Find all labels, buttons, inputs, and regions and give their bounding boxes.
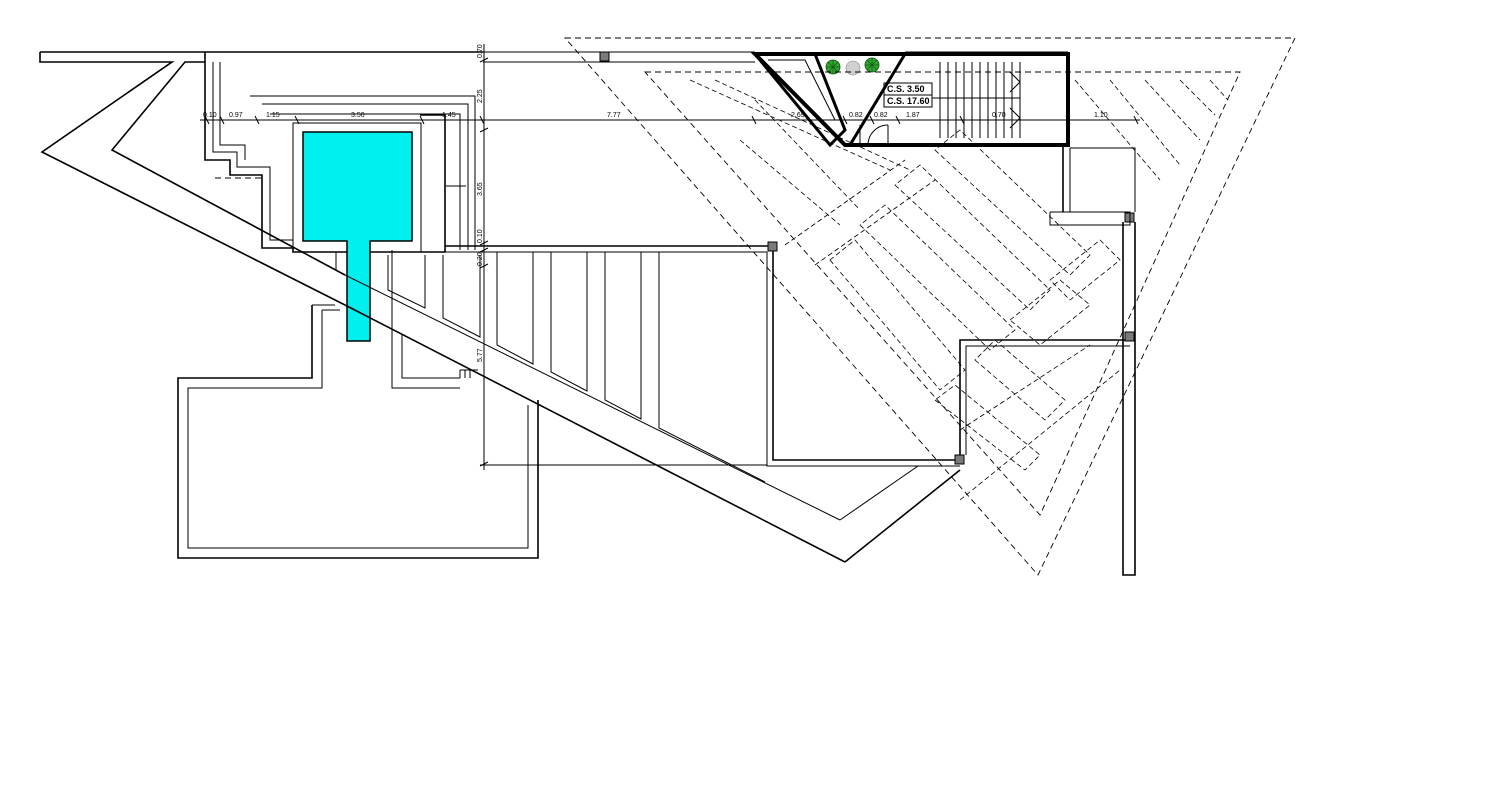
stair-core: C.S. 3.50 C.S. 17.60 bbox=[755, 54, 1068, 145]
dim-text: 1.87 bbox=[906, 112, 920, 119]
dim-text: 5.77 bbox=[477, 348, 484, 362]
pool bbox=[303, 132, 412, 341]
dim-text: 2.69 bbox=[791, 112, 805, 119]
tree-icon bbox=[864, 57, 880, 73]
lower-terrace bbox=[178, 250, 538, 558]
column bbox=[955, 455, 964, 464]
dim-text: 0.10 bbox=[203, 112, 217, 119]
dim-text: 2.25 bbox=[477, 89, 484, 103]
roof-outline-dashed bbox=[565, 38, 1295, 575]
planter-strips bbox=[388, 252, 765, 482]
dim-text: 7.77 bbox=[607, 112, 621, 119]
dim-text: 1.45 bbox=[442, 112, 456, 119]
dim-text: 3.50 bbox=[351, 112, 365, 119]
shrub-icon bbox=[845, 60, 861, 76]
level-label-cs1: C.S. 3.50 bbox=[887, 84, 925, 94]
roof-hatching bbox=[690, 80, 1228, 500]
dim-text: 0.82 bbox=[849, 112, 863, 119]
tree-icon bbox=[825, 59, 841, 75]
dim-text: 0.10 bbox=[477, 229, 484, 243]
stair-treads bbox=[932, 62, 1020, 138]
central-structure bbox=[445, 52, 1134, 466]
dim-text: 0.20 bbox=[477, 252, 484, 266]
dim-text: 0.82 bbox=[874, 112, 888, 119]
column bbox=[768, 242, 777, 251]
dim-text: 0.70 bbox=[992, 112, 1006, 119]
ramp-diagonal bbox=[345, 275, 960, 562]
dim-text: 0.97 bbox=[229, 112, 243, 119]
dim-text: 3.65 bbox=[477, 182, 484, 196]
level-label-cs2: C.S. 17.60 bbox=[887, 96, 930, 106]
column bbox=[1125, 332, 1134, 341]
dimension-lines bbox=[200, 44, 1140, 470]
dim-text: 0.70 bbox=[477, 44, 484, 58]
right-pier bbox=[1050, 145, 1135, 575]
left-retaining-wall bbox=[40, 52, 483, 305]
column bbox=[600, 52, 609, 61]
dim-text: 1.15 bbox=[266, 112, 280, 119]
dim-text: 1.10 bbox=[1094, 112, 1108, 119]
